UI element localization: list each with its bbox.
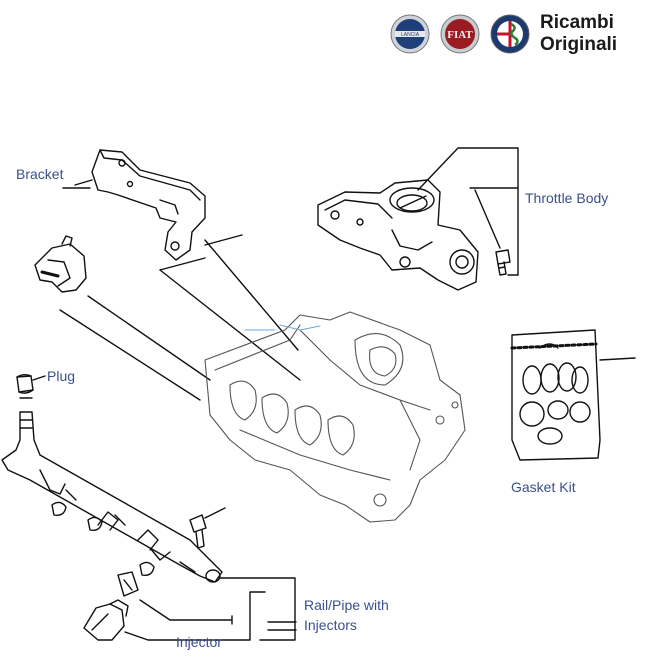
injector-clip: [117, 571, 139, 597]
rail-leader: [219, 577, 296, 641]
brand-line-1: Ricambi: [540, 12, 614, 33]
leader-clip-manifold: [59, 309, 201, 401]
bolt-leader: [204, 507, 226, 519]
leader-clip-manifold-2: [87, 295, 211, 381]
throttle-leader: [417, 147, 519, 276]
gasket-kit-part: [510, 329, 601, 461]
intake-manifold: [204, 311, 466, 523]
injector-leader: [139, 599, 233, 621]
label-bracket: Bracket: [16, 166, 64, 182]
lancia-logo: LANCIA: [390, 14, 430, 54]
bracket-part: [91, 149, 206, 261]
injector-leader-2: [124, 591, 266, 641]
throttle-body-part: [317, 179, 479, 291]
brand-line-2: Originali: [540, 34, 618, 55]
brand-title: Ricambi Originali: [540, 12, 617, 56]
label-plug: Plug: [47, 368, 76, 384]
plug-leader: [32, 375, 46, 381]
label-rail-line-2: Injectors: [304, 617, 357, 633]
bracket-leader: [74, 179, 93, 186]
leader-tick: [204, 234, 243, 246]
throttle-screw: [495, 249, 511, 276]
leader-tick-2: [159, 257, 206, 271]
gasket-leader: [599, 357, 636, 361]
fiat-logo: FIAT: [440, 14, 480, 54]
alfa-romeo-logo: [490, 14, 530, 54]
clip-part: [34, 235, 87, 293]
injector-part: [83, 599, 129, 641]
leader-bracket-manifold: [159, 269, 301, 381]
svg-text:FIAT: FIAT: [447, 29, 473, 41]
throttle-leader-3: [474, 189, 501, 249]
label-gasket-kit: Gasket Kit: [511, 479, 576, 495]
label-rail-line-1: Rail/Pipe with: [304, 597, 389, 613]
fuel-rail-part: [1, 411, 223, 583]
label-injector: Injector: [176, 634, 222, 650]
label-throttle-body: Throttle Body: [525, 190, 609, 206]
svg-text:LANCIA: LANCIA: [401, 32, 420, 38]
plug-part: [16, 374, 34, 394]
leader-bracket-manifold-2: [204, 239, 299, 351]
rail-bolt: [189, 514, 207, 549]
